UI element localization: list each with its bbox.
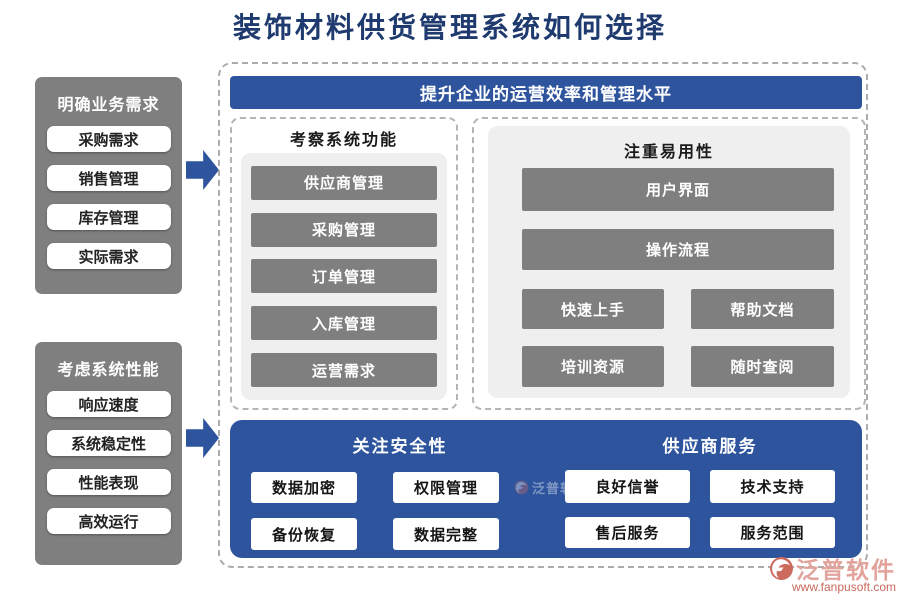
- list-item: 采购需求: [46, 126, 171, 152]
- business-needs-title: 明确业务需求: [57, 97, 160, 114]
- efficiency-banner: 提升企业的运营效率和管理水平: [230, 76, 862, 109]
- system-functions-box: 考察系统功能 供应商管理 采购管理 订单管理 入库管理 运营需求: [230, 117, 458, 410]
- list-item: 系统稳定性: [46, 430, 171, 456]
- business-needs-panel: 明确业务需求 采购需求 销售管理 库存管理 实际需求: [35, 77, 182, 294]
- brand-name: 泛普软件: [796, 558, 896, 583]
- system-functions-group: 供应商管理 采购管理 订单管理 入库管理 运营需求: [241, 153, 447, 400]
- list-item: 响应速度: [46, 391, 171, 417]
- list-item: 订单管理: [251, 259, 437, 294]
- usability-group: 注重易用性 用户界面 操作流程 快速上手 帮助文档 培训资源 随时查阅: [488, 126, 850, 398]
- list-item: 随时查阅: [691, 346, 834, 387]
- list-item: 备份恢复: [251, 518, 357, 550]
- service-title: 供应商服务: [662, 437, 758, 456]
- list-item: 运营需求: [251, 353, 437, 388]
- page-title: 装饰材料供货管理系统如何选择: [232, 13, 667, 44]
- list-item: 库存管理: [46, 204, 171, 230]
- list-item: 销售管理: [46, 165, 171, 191]
- list-item: 高效运行: [46, 508, 171, 534]
- brand-logo-icon: [770, 557, 793, 580]
- arrow-right-icon: [186, 150, 219, 190]
- footer-brand: 泛普软件 www.fanpusoft.com: [769, 550, 897, 596]
- list-item: 数据加密: [251, 472, 357, 503]
- list-item: 操作流程: [522, 229, 834, 270]
- list-item: 供应商管理: [251, 165, 437, 200]
- list-item: 培训资源: [522, 346, 664, 387]
- system-functions-title: 考察系统功能: [289, 132, 398, 149]
- watermark-logo-icon: [514, 480, 529, 495]
- arrow-right-icon: [186, 418, 219, 458]
- usability-title: 注重易用性: [623, 144, 714, 161]
- list-item: 售后服务: [565, 517, 690, 548]
- security-title: 关注安全性: [352, 437, 448, 456]
- main-dashed-container: [218, 62, 868, 568]
- list-item: 数据完整: [393, 518, 499, 550]
- system-performance-panel: 考虑系统性能 响应速度 系统稳定性 性能表现 高效运行: [35, 342, 182, 565]
- security-service-panel: 关注安全性 供应商服务 数据加密 权限管理 备份恢复 数据完整 良好信誉 技术支…: [230, 420, 862, 558]
- list-item: 技术支持: [710, 470, 835, 503]
- list-item: 快速上手: [522, 289, 664, 329]
- list-item: 采购管理: [251, 212, 437, 247]
- list-item: 良好信誉: [565, 470, 690, 503]
- usability-box: 注重易用性 用户界面 操作流程 快速上手 帮助文档 培训资源 随时查阅: [472, 117, 866, 410]
- list-item: 帮助文档: [691, 289, 834, 329]
- list-item: 性能表现: [46, 469, 171, 495]
- list-item: 用户界面: [522, 168, 834, 211]
- list-item: 实际需求: [46, 243, 171, 269]
- brand-url: www.fanpusoft.com: [792, 580, 897, 594]
- system-performance-title: 考虑系统性能: [57, 362, 160, 379]
- list-item: 服务范围: [710, 517, 835, 548]
- list-item: 入库管理: [251, 306, 437, 341]
- list-item: 权限管理: [393, 472, 499, 503]
